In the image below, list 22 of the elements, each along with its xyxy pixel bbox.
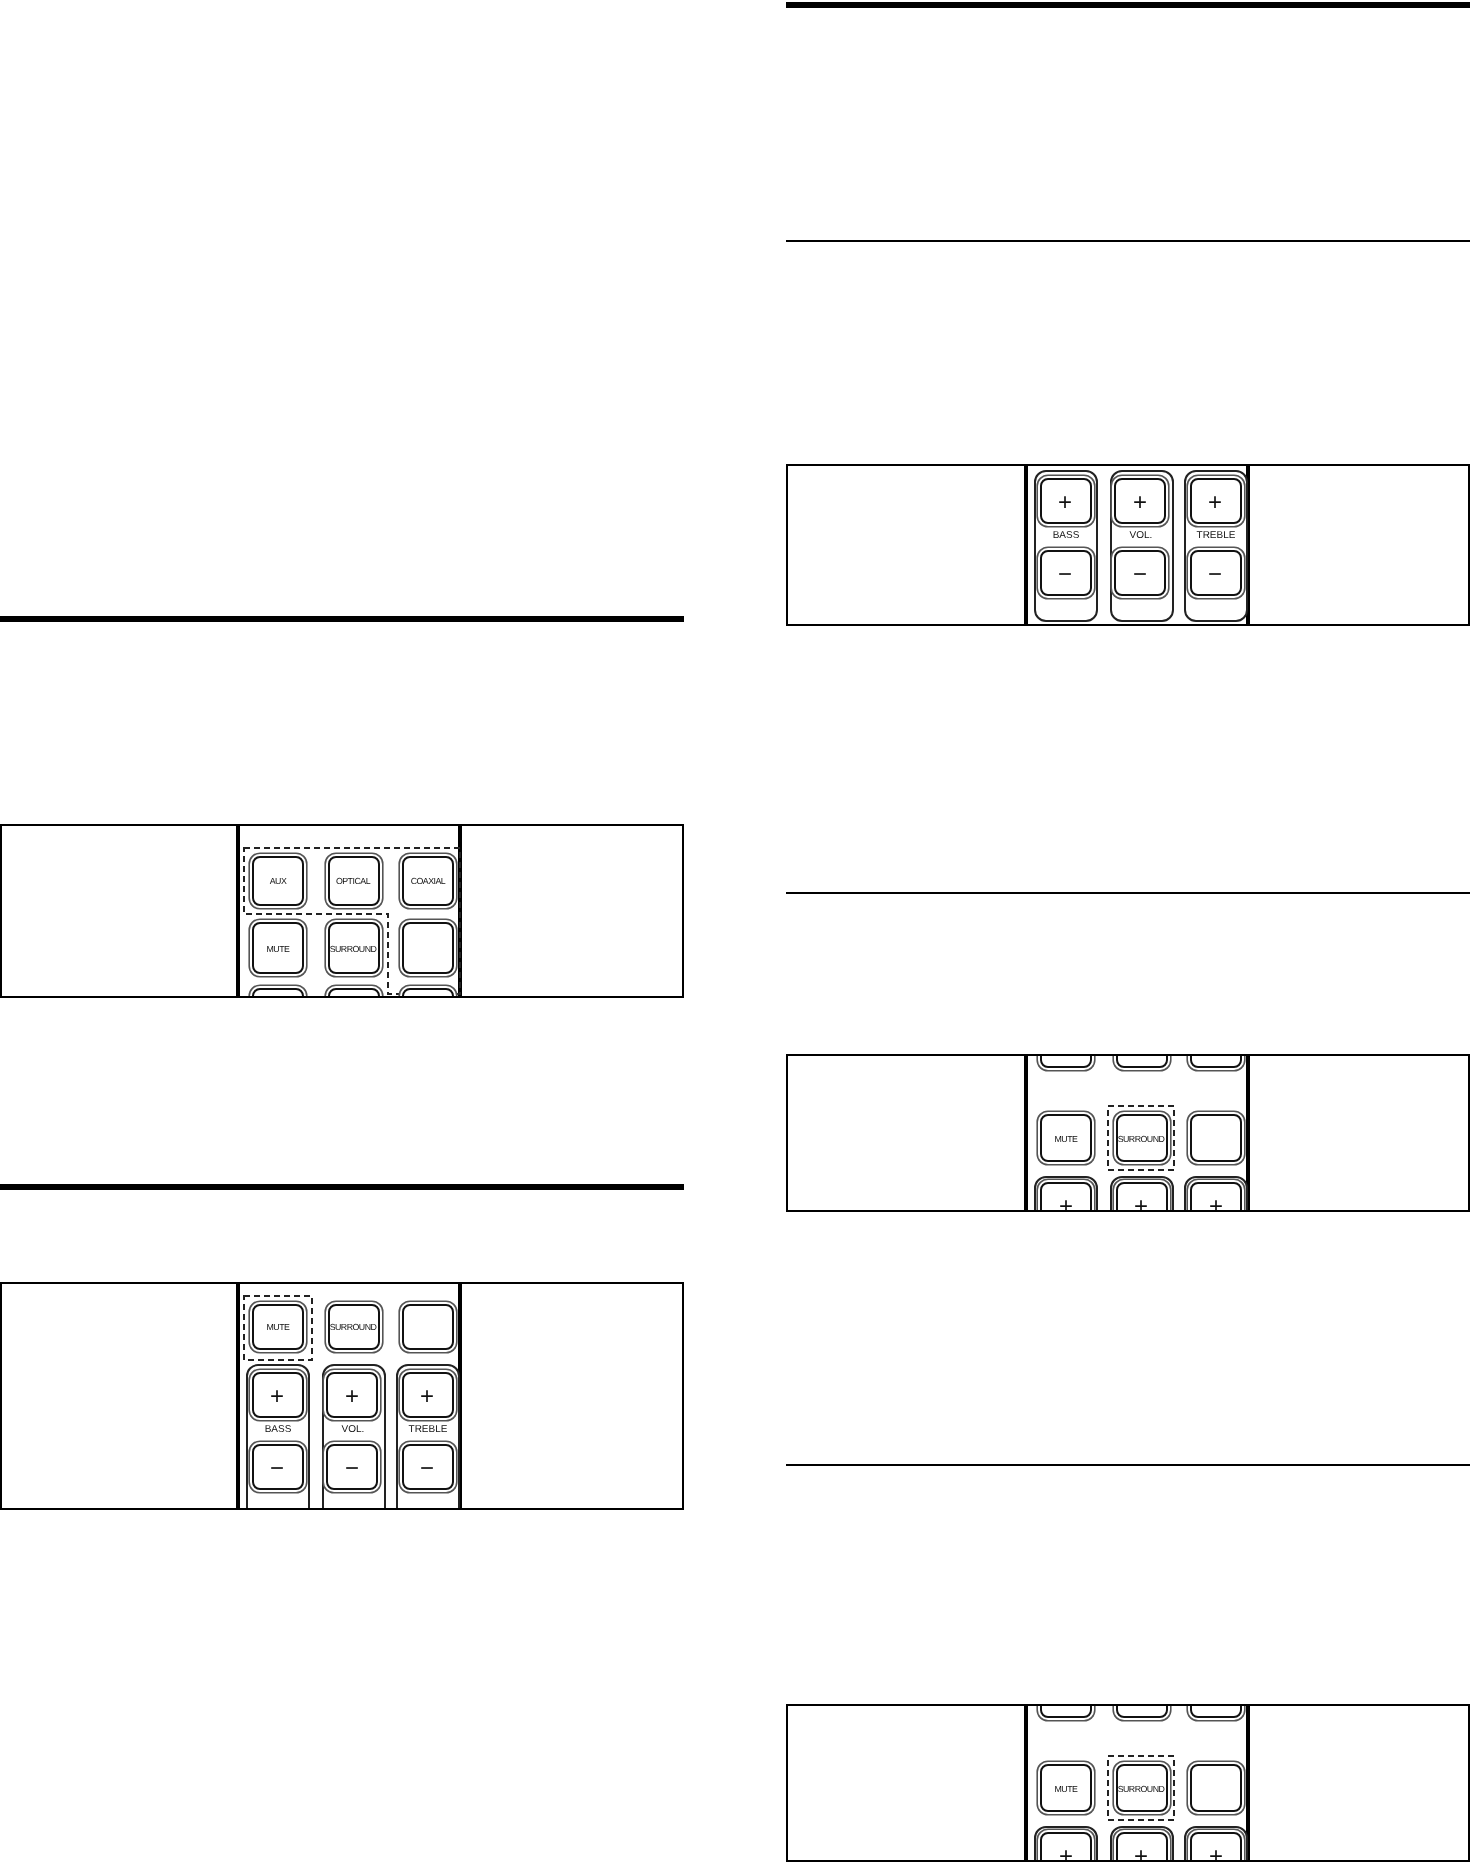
- button-pair-frame: [1109, 470, 1173, 622]
- remote-button: −: [326, 1444, 378, 1490]
- remote-button: +: [401, 1372, 453, 1418]
- remote-button: −: [251, 1444, 303, 1490]
- button-pair-frame: [1034, 470, 1098, 622]
- button-pair-frame: [1184, 470, 1248, 622]
- remote-button: [1190, 1764, 1242, 1812]
- remote-button: +: [251, 1372, 303, 1418]
- remote-button: [1190, 1114, 1242, 1162]
- remote-button: −: [1114, 550, 1166, 596]
- button-pair-frame: [396, 1364, 460, 1508]
- remote-button: −: [1189, 550, 1241, 596]
- remote-button: [402, 922, 454, 974]
- remote-button: +: [1114, 478, 1166, 524]
- remote-button: −: [1039, 550, 1091, 596]
- remote-button: +: [326, 1372, 378, 1418]
- remote-button: +: [1189, 478, 1241, 524]
- remote-button: [402, 1304, 454, 1350]
- button-pair-frame: [321, 1364, 385, 1508]
- remote-button: +: [1039, 478, 1091, 524]
- button-pair-frame: [246, 1364, 310, 1508]
- remote-button: −: [401, 1444, 453, 1490]
